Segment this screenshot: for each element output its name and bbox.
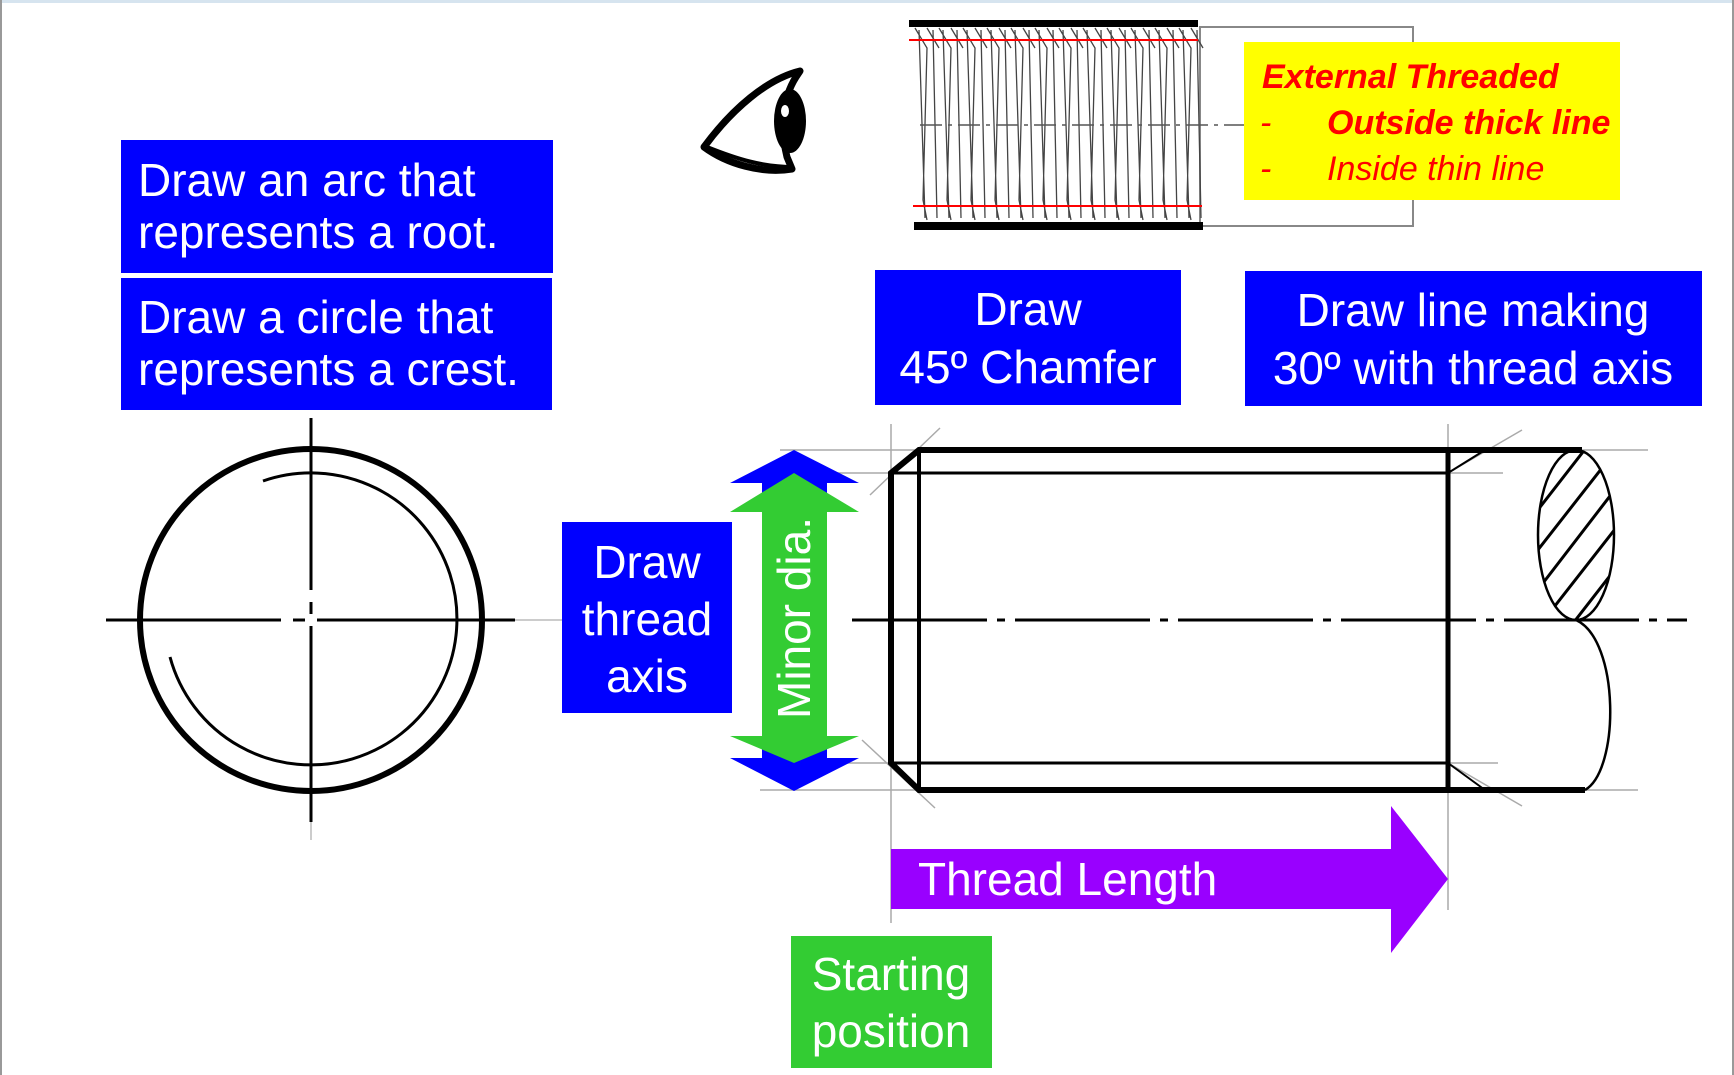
eye-icon: [700, 67, 806, 174]
thread-helix: [938, 27, 964, 221]
top-border: [0, 0, 1734, 3]
root-arc-line-1: Draw an arc that: [138, 154, 476, 206]
thread-axis-label-box: Draw thread axis: [562, 522, 732, 713]
thread-helix: [1130, 27, 1156, 221]
thread-helix: [1034, 27, 1060, 221]
legend-title: External Threaded: [1262, 58, 1560, 96]
thread-helix: [1154, 27, 1180, 221]
legend-item-inside: Inside thin line: [1327, 150, 1544, 188]
thirty-degree-label-box: Draw line making 30º with thread axis: [1245, 271, 1702, 406]
starting-line-1: Starting: [812, 948, 971, 1000]
axis-line-1: Draw: [593, 536, 701, 588]
thirty-line-2: 30º with thread axis: [1273, 342, 1673, 394]
thread-helix: [962, 27, 988, 221]
crest-circle-label-box: Draw a circle that represents a crest.: [121, 278, 552, 410]
crest-circle: [137, 446, 485, 794]
minor-dia-label: Minor dia.: [768, 517, 820, 719]
chamfer-label-box: Draw 45º Chamfer: [875, 270, 1181, 405]
thread-helix: [1106, 27, 1132, 221]
legend-item-outside: Outside thick line: [1327, 104, 1610, 142]
thread-length-arrow: [891, 806, 1448, 953]
right-border: [1732, 0, 1734, 1075]
starting-line-2: position: [812, 1005, 971, 1057]
end-view: [106, 418, 565, 840]
axis-line-3: axis: [606, 650, 688, 702]
thread-side-view: [760, 424, 1687, 923]
crest-line-1: Draw a circle that: [138, 291, 494, 343]
thread-length-label: Thread Length: [918, 853, 1217, 905]
root-arc: [168, 471, 459, 767]
thread-helix: [914, 27, 940, 221]
starting-position-label-box: Starting position: [791, 936, 992, 1068]
axis-line-2: thread: [582, 593, 712, 645]
thread-helix: [1010, 27, 1036, 221]
thread-helix: [1082, 27, 1108, 221]
thread-helix: [986, 27, 1012, 221]
legend-dash-2: -: [1260, 150, 1271, 188]
legend-dash-1: -: [1260, 104, 1271, 142]
thread-helix: [1058, 27, 1084, 221]
crest-line-2: represents a crest.: [138, 343, 519, 395]
left-border: [0, 0, 2, 1075]
external-thread-legend: External Threaded - Outside thick line -…: [1244, 42, 1620, 200]
thirty-line-1: Draw line making: [1297, 284, 1650, 336]
minor-dia-arrow: [730, 473, 859, 763]
thread-helix: [1178, 27, 1204, 221]
chamfer-line-2: 45º Chamfer: [899, 341, 1156, 393]
root-arc-label-box: Draw an arc that represents a root.: [121, 140, 553, 273]
root-arc-line-2: represents a root.: [138, 206, 499, 258]
chamfer-line-1: Draw: [974, 283, 1082, 335]
